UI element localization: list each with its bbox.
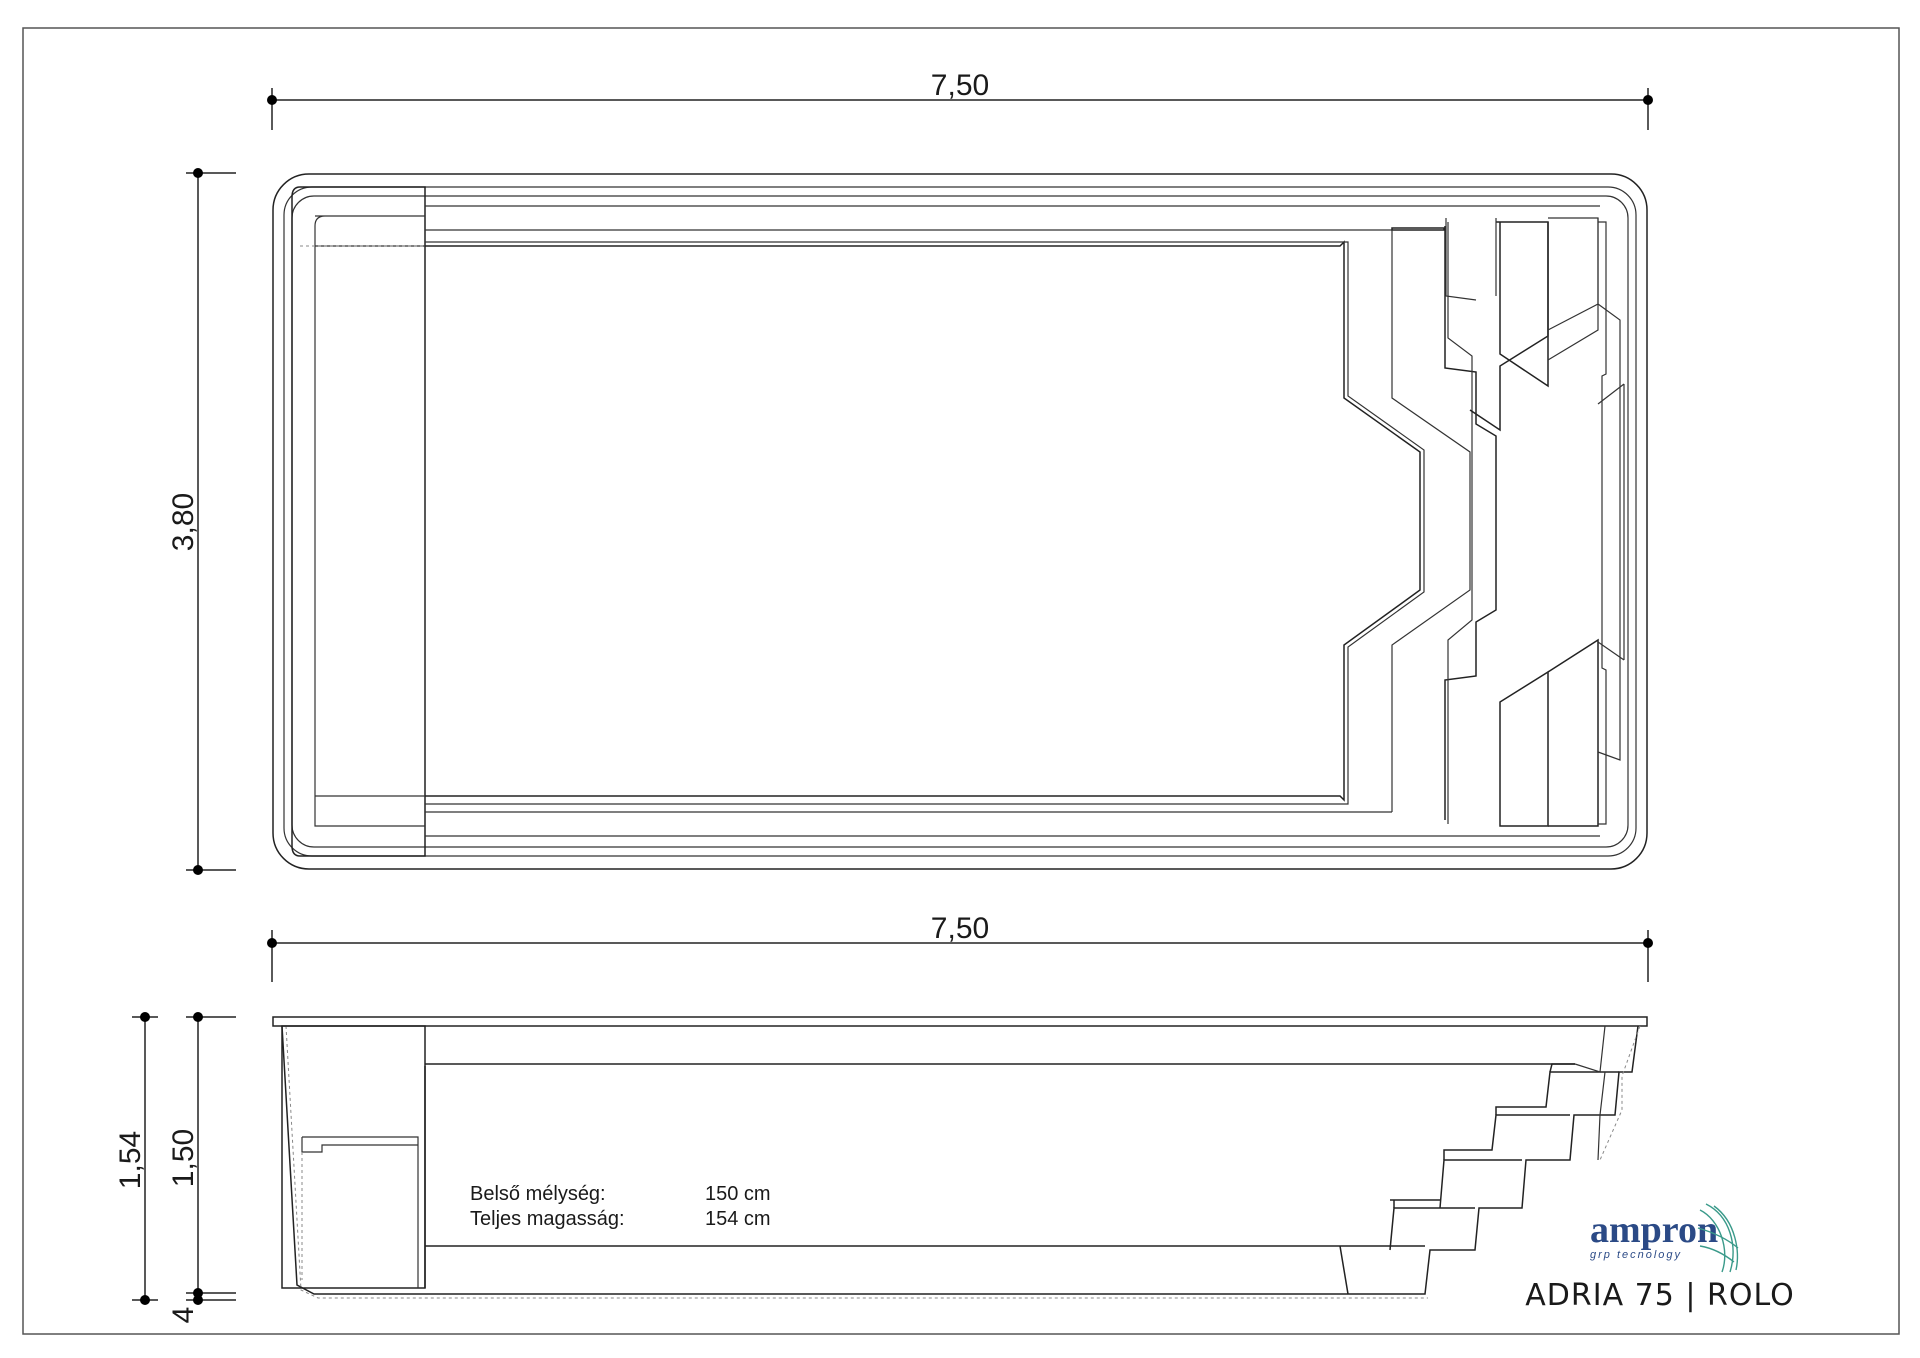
pool-steps: [1391, 217, 1625, 827]
pool-outer-rim: [272, 173, 1648, 870]
side-shell-outline: [281, 1025, 1639, 1295]
top-length-dimension: 7,50: [267, 69, 1653, 130]
brand-globe-icon: [1697, 1203, 1739, 1273]
pool-inner-rim: [283, 186, 1637, 857]
drawing-frame: [22, 27, 1900, 1335]
inner-depth-spec-value: 150 cm: [705, 1183, 771, 1205]
top-width-dimension: 3,80: [167, 168, 236, 875]
total-height-spec-label: Teljes magasság:: [470, 1208, 625, 1230]
model-title: ADRIA 75 | ROLO: [1525, 1278, 1794, 1313]
rim-thickness-label: 4: [167, 1307, 200, 1324]
side-roller-housing: [281, 1025, 426, 1289]
side-length-label: 7,50: [931, 912, 989, 945]
specs-block: Belső mélység: 150 cm Teljes magasság: 1…: [470, 1183, 771, 1230]
brand-tagline: grp tecnology: [1590, 1249, 1682, 1261]
side-height-dimensions: 1,54 1,50 4: [114, 1012, 236, 1323]
brand-name: ampron: [1590, 1209, 1718, 1251]
side-length-dimension: 7,50: [267, 912, 1653, 982]
brand-logo: ampron grp tecnology: [1590, 1203, 1739, 1273]
inner-depth-label: 1,50: [167, 1129, 200, 1187]
side-view: 7,50 1,54 1,50 4: [114, 912, 1794, 1323]
pool-basin-outline: [425, 240, 1421, 802]
total-height-spec-value: 154 cm: [705, 1208, 771, 1230]
total-height-label: 1,54: [114, 1131, 147, 1189]
side-steps: [1339, 1025, 1619, 1295]
top-length-label: 7,50: [931, 69, 989, 102]
roller-cover-box: [291, 186, 426, 857]
side-top-rim: [272, 1016, 1648, 1027]
top-view: 7,50 3,80: [167, 69, 1653, 875]
top-width-label: 3,80: [167, 493, 200, 551]
inner-depth-spec-label: Belső mélység:: [470, 1183, 606, 1205]
